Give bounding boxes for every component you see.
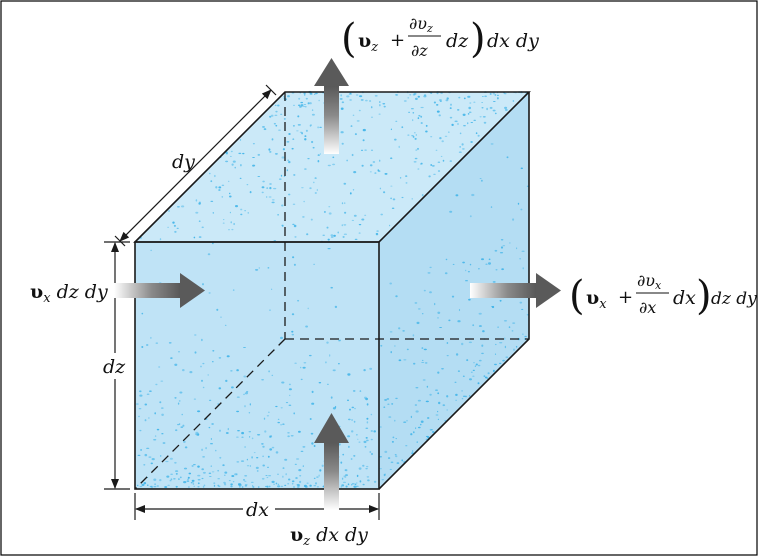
outflow-x-denominator: ∂x (639, 298, 656, 317)
outflow-x-velocity: υx (586, 287, 607, 312)
hidden-edge-diagonal (134, 338, 286, 490)
outflow-x-numerator: ∂υx (637, 271, 662, 292)
outflow-z-expression: ( υz + ∂υz ∂z dz ) dx dy (341, 14, 539, 62)
outflow-z-denominator: ∂z (411, 41, 428, 60)
cube-side-face (379, 92, 529, 489)
dz-label: dz (103, 356, 126, 378)
cube-front-outline (134, 241, 380, 490)
dimension-dy: dy (114, 84, 277, 247)
outflow-z-tail: dx dy (487, 30, 539, 52)
dy-label: dy (172, 151, 195, 173)
dx-label: dx (246, 499, 269, 521)
dy-dimension-line (119, 89, 272, 242)
arrow-inflow-z (314, 413, 349, 510)
arrow-outflow-x (470, 273, 561, 308)
outflow-z-plus: + (390, 30, 405, 51)
outflow-x-close-paren: ) (696, 273, 712, 319)
cube-front-face (135, 242, 379, 489)
outflow-z-open-paren: ( (341, 16, 357, 62)
outflow-z-numerator: ∂υz (409, 14, 433, 35)
arrow-inflow-x (114, 273, 205, 308)
dimension-dz: dz (100, 241, 132, 490)
inflow-x-label: υx dz dy (30, 281, 108, 306)
arrow-outflow-z (314, 58, 349, 154)
water-speckles (135, 90, 530, 489)
outflow-x-open-paren: ( (569, 273, 585, 319)
inflow-z-label: υz dx dy (290, 524, 368, 549)
outflow-z-close-paren: ) (470, 16, 486, 62)
outflow-x-tail: dz dy (711, 289, 757, 309)
cube-side-outline (378, 92, 530, 490)
outflow-z-velocity: υz (358, 30, 378, 55)
outflow-x-plus: + (618, 287, 633, 308)
outflow-z-differential: dz (446, 30, 469, 52)
outflow-x-expression: ( υx + ∂υx ∂x dx ) dz dy (569, 271, 757, 319)
outflow-x-differential: dx (673, 287, 696, 309)
dimension-dx: dx (134, 493, 380, 522)
